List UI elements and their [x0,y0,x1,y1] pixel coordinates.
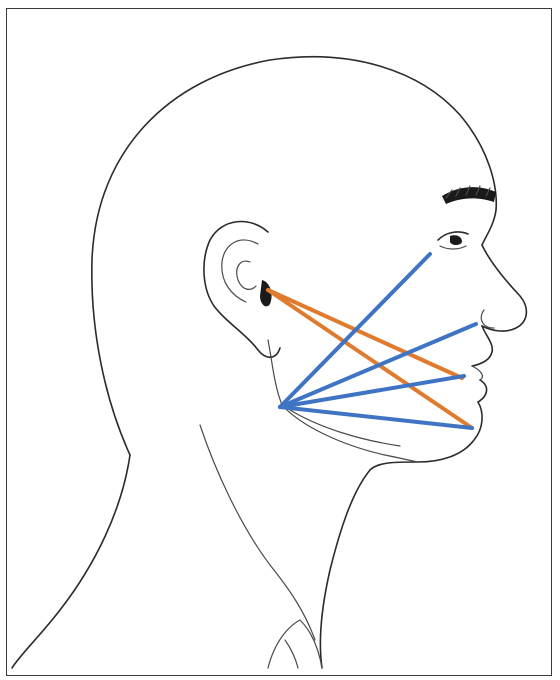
upper-lip-line [472,326,492,366]
orange-line-tragus-to-mouth-corner [268,290,462,378]
eye-pupil [450,235,462,245]
ear-inner [222,240,258,302]
ear-helix [237,261,256,289]
lower-lip-line [478,380,487,402]
neck-front-line [200,425,315,640]
neck-back-line [12,455,130,668]
blue-line-gonion-to-nose-base [280,324,476,407]
collar-line-2 [285,640,298,668]
nose-line [482,245,526,331]
nostril-line [481,310,494,328]
throat-line [320,462,418,668]
forehead-line [482,210,496,245]
mouth-line [472,366,482,380]
eye-lower [440,246,466,249]
collar-line [268,620,322,668]
